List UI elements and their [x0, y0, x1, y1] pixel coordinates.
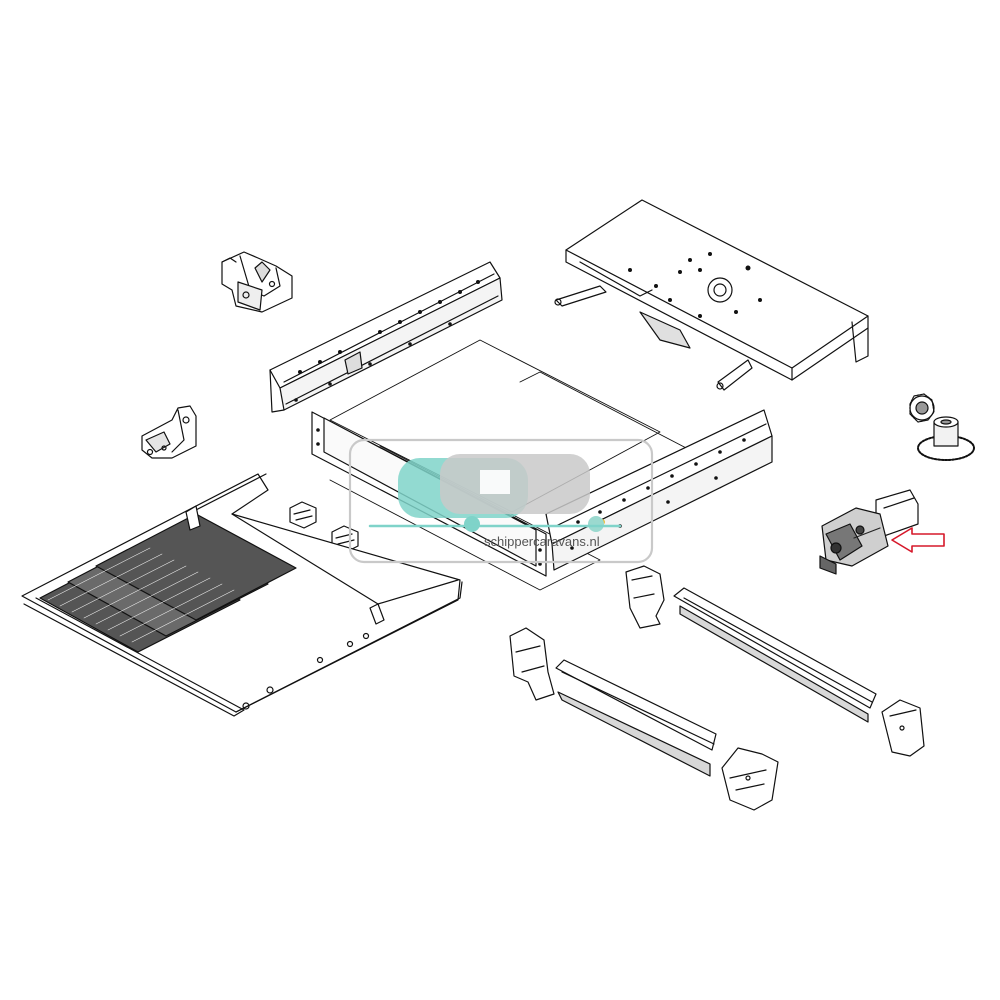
small-gear: [909, 393, 935, 423]
upper-slide-rail: [269, 261, 503, 413]
watermark-text: schippercaravans.nl: [484, 534, 600, 549]
end-cap-lower-right: [721, 747, 779, 811]
highlight-arrow-icon: [891, 527, 945, 553]
cover-strip-lower: [555, 659, 717, 777]
end-cap-upper-left: [625, 565, 665, 629]
cover-strip-upper: [673, 587, 877, 723]
mounting-bracket-top: [221, 251, 293, 313]
step-tread: [21, 473, 463, 717]
clip-left: [289, 501, 317, 529]
end-cap-lower-left: [509, 627, 555, 701]
end-cap-upper-right: [881, 699, 925, 757]
tread-grip-strips: [39, 513, 297, 653]
motor-gearbox: [819, 489, 919, 575]
watermark: schippercaravans.nl: [348, 438, 654, 564]
side-bracket-left: [141, 405, 197, 459]
motor-mounting-plate: [554, 199, 869, 391]
large-gear: [917, 416, 975, 461]
